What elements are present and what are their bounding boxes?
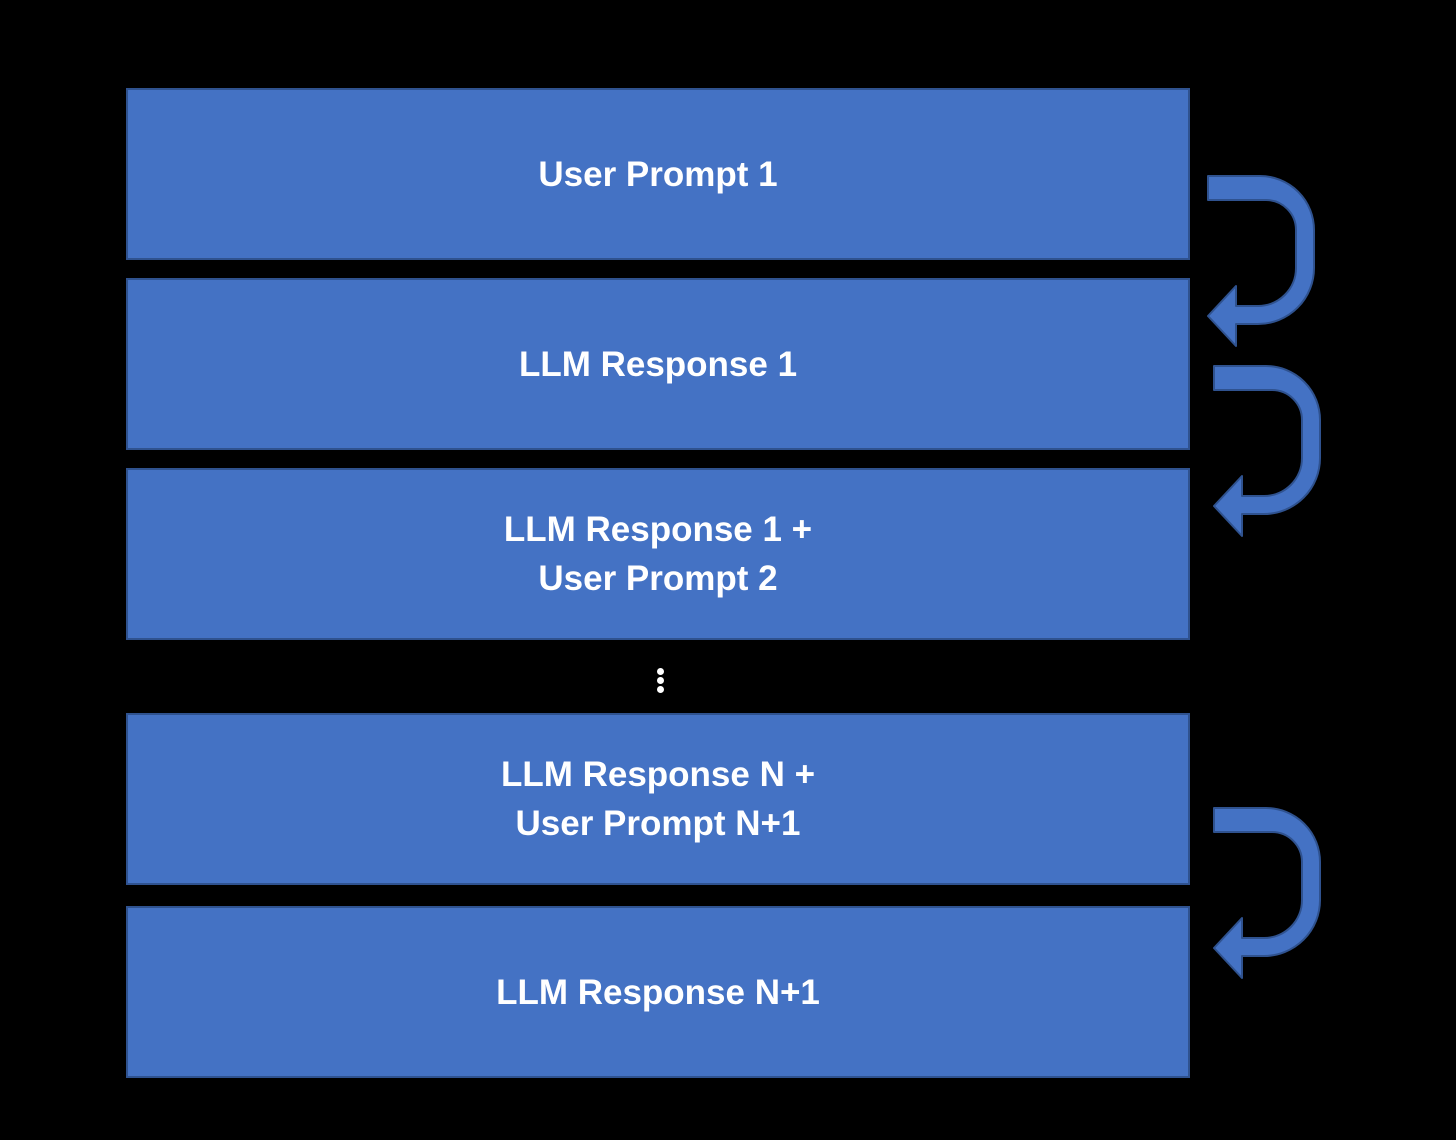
curved-return-arrow-icon <box>1213 365 1321 537</box>
block-label: LLM Response N+1 <box>496 972 820 1012</box>
curved-return-arrow-icon <box>1213 807 1321 979</box>
block-llm-response-n1: LLM Response N+1 <box>126 906 1190 1078</box>
block-llm-response-n-plus-user-prompt-n1: LLM Response N + User Prompt N+1 <box>126 713 1190 885</box>
block-label: User Prompt 1 <box>538 154 778 194</box>
block-user-prompt-1: User Prompt 1 <box>126 88 1190 260</box>
block-label: LLM Response 1 + User Prompt 2 <box>503 510 813 598</box>
vertical-ellipsis-icon <box>656 668 666 694</box>
block-llm-response-1-plus-user-prompt-2: LLM Response 1 + User Prompt 2 <box>126 468 1190 640</box>
curved-return-arrow-icon <box>1207 175 1315 347</box>
block-llm-response-1: LLM Response 1 <box>126 278 1190 450</box>
block-label: LLM Response N + User Prompt N+1 <box>500 755 816 843</box>
block-label: LLM Response 1 <box>518 344 798 384</box>
